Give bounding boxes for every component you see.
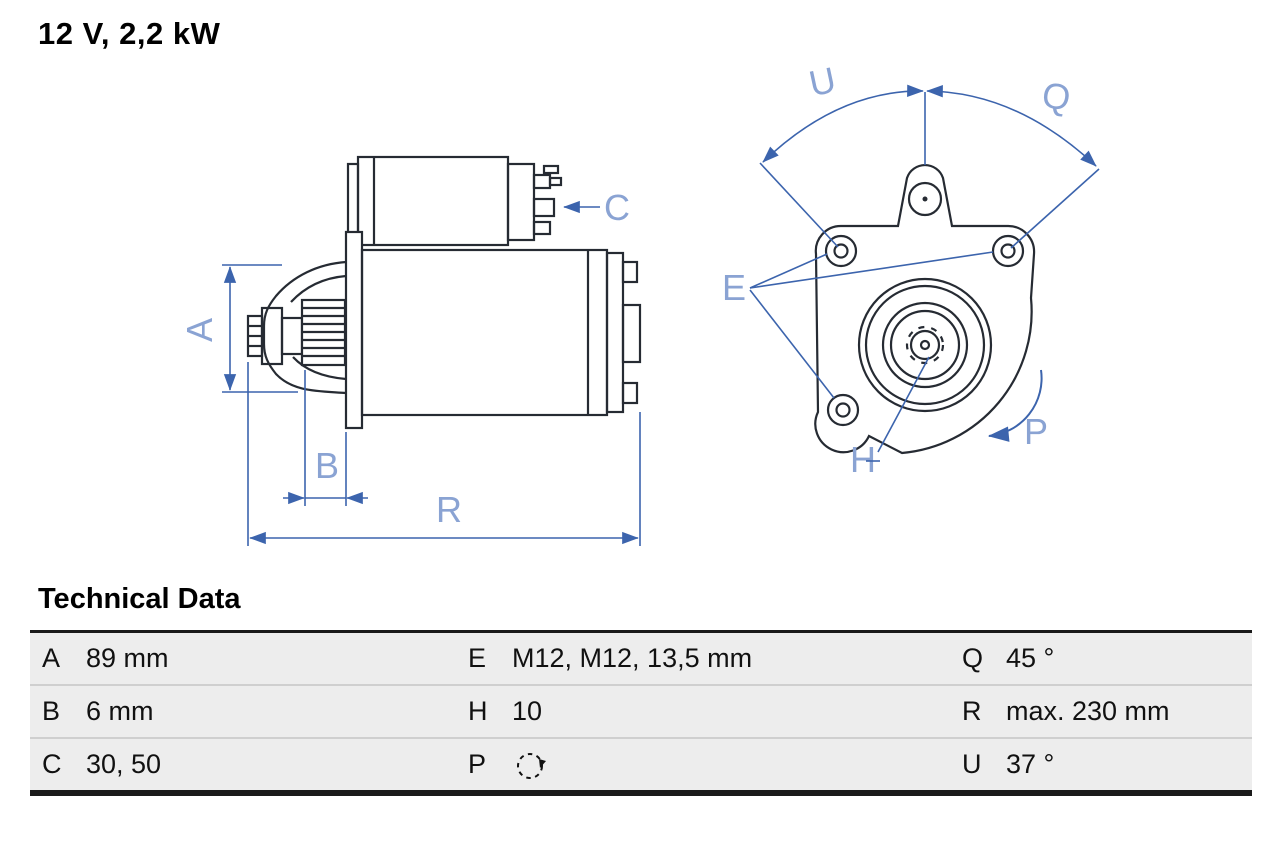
end-view — [814, 163, 1036, 455]
dim-key: E — [468, 643, 487, 673]
technical-data-heading: Technical Data — [38, 583, 241, 615]
dim-value: M12, M12, 13,5 mm — [512, 643, 753, 673]
dim-key: C — [42, 749, 62, 779]
page-title: 12 V, 2,2 kW — [38, 16, 221, 51]
dim-key: U — [962, 749, 982, 779]
dim-key: R — [962, 696, 982, 726]
dim-key: H — [468, 696, 488, 726]
technical-data-table: A 89 mm E M12, M12, 13,5 mm Q 45 ° B 6 m… — [30, 630, 1252, 796]
dim-value: 10 — [512, 696, 543, 726]
table-row: C 30, 50 P U 37 ° — [30, 739, 1252, 790]
end-view-annotations — [749, 84, 1100, 453]
dim-label-q: Q — [1039, 74, 1074, 119]
dim-key: A — [42, 643, 61, 673]
dim-label-c: C — [604, 187, 630, 228]
dim-label-u: U — [805, 59, 839, 105]
dim-label-a: A — [179, 318, 220, 342]
dim-value: 6 mm — [86, 696, 154, 726]
dim-label-r: R — [436, 489, 462, 530]
side-view-dimensions — [222, 200, 641, 546]
dim-label-e: E — [722, 267, 746, 308]
table-row: B 6 mm H 10 R max. 230 mm — [30, 686, 1252, 739]
dim-label-p: P — [1024, 411, 1048, 452]
rotation-direction-icon — [517, 752, 546, 779]
dim-key: Q — [962, 643, 984, 673]
dim-value: 89 mm — [86, 643, 169, 673]
dim-key: B — [42, 696, 61, 726]
dim-label-b: B — [315, 445, 339, 486]
dim-value: max. 230 mm — [1006, 696, 1170, 726]
dim-value: 30, 50 — [86, 749, 162, 779]
dim-value: 37 ° — [1006, 749, 1055, 779]
side-view — [246, 155, 642, 430]
dim-key: P — [468, 749, 487, 779]
dim-value: 45 ° — [1006, 643, 1055, 673]
dim-label-h: H — [850, 439, 876, 480]
technical-drawing: A B R C — [179, 59, 1100, 546]
side-view-dimension-labels: A B R C — [179, 187, 630, 530]
dim-value — [502, 739, 950, 790]
table-row: A 89 mm E M12, M12, 13,5 mm Q 45 ° — [30, 633, 1252, 686]
